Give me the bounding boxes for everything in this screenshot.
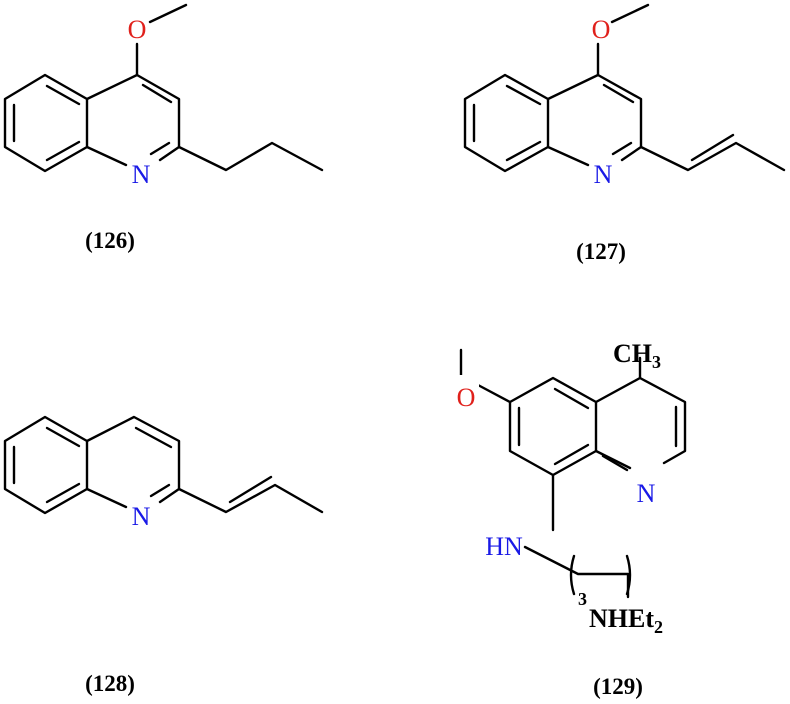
amine-hn-label-129: HN	[485, 532, 523, 561]
benzene-inner-bonds-128	[12, 426, 81, 504]
benzene-inner-bonds-129	[517, 387, 590, 466]
diethylamine-text-129: NHEt	[589, 604, 654, 633]
side-chain-bonds-129	[523, 545, 630, 599]
nitrogen-atom-127: N	[594, 160, 613, 189]
repeat-bracket-left-129	[569, 554, 576, 596]
methyl-text-129: CH	[613, 339, 652, 368]
oxygen-atom-127: O	[592, 15, 611, 44]
compound-128: N (128)	[3, 415, 324, 696]
pyridine-ring-128	[85, 415, 181, 509]
methyl-label-129: CH3	[613, 339, 661, 372]
diethylamine-subscript-129: 2	[654, 617, 663, 637]
compound-label-127: (127)	[576, 239, 626, 264]
pyridine-ring-129	[594, 376, 687, 470]
methoxy-bonds-127	[596, 3, 650, 77]
oxygen-atom-129: O	[457, 383, 476, 412]
pyridine-inner-bonds-126	[141, 83, 173, 156]
pyridine-ring-126	[85, 73, 181, 167]
oxygen-atom-126: O	[128, 15, 147, 44]
propenyl-chain-128	[177, 475, 324, 514]
propyl-chain-126	[177, 141, 324, 172]
diethylamine-label-129: NHEt2	[589, 604, 663, 637]
pyridine-inner-bonds-127	[602, 83, 635, 156]
methyl-subscript-129: 3	[652, 352, 661, 372]
pyridine-inner-bonds-129	[601, 405, 678, 472]
methoxy-bonds-126	[135, 3, 188, 77]
compound-label-126: (126)	[85, 228, 135, 253]
compound-label-128: (128)	[85, 671, 135, 696]
compound-127: O N (127)	[463, 3, 786, 264]
benzene-ring-126	[3, 73, 89, 173]
benzene-ring-129	[508, 376, 598, 477]
benzene-ring-128	[3, 415, 89, 515]
pyridine-ring-127	[546, 73, 643, 167]
benzene-inner-bonds-126	[12, 84, 81, 162]
repeat-count-129: 3	[578, 589, 587, 609]
compound-129: O N CH3 HN 3 NHEt2 (129)	[455, 339, 687, 699]
propenyl-chain-127	[639, 133, 786, 172]
benzene-ring-127	[463, 73, 550, 173]
nitrogen-atom-128: N	[132, 502, 151, 531]
compound-label-129: (129)	[593, 674, 643, 699]
pyridine-inner-bonds-128	[134, 426, 173, 498]
nitrogen-atom-126: N	[132, 160, 151, 189]
compound-126: O N (126)	[3, 3, 324, 253]
nitrogen-atom-129: N	[637, 479, 656, 508]
repeat-bracket-right-129	[625, 554, 632, 596]
benzene-inner-bonds-127	[472, 84, 542, 162]
